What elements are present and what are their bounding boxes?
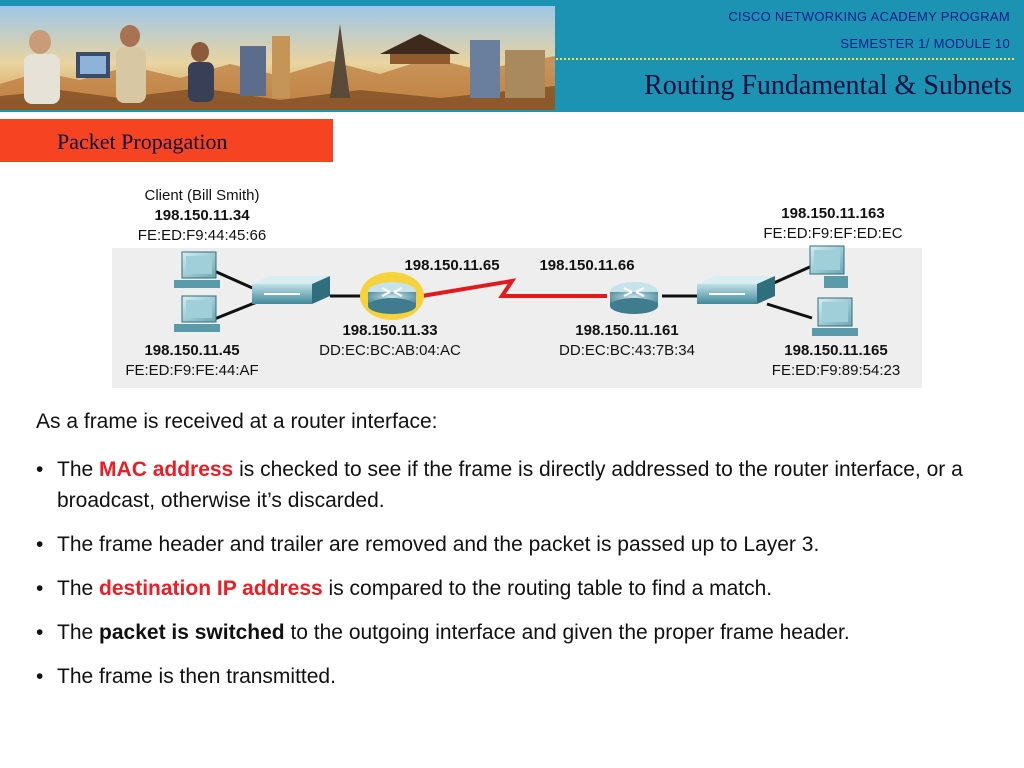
diagram-background xyxy=(112,248,922,388)
client-pc-bottom-icon xyxy=(174,295,220,332)
section-title: Packet Propagation xyxy=(57,129,228,154)
bullet-header-removed: The frame header and trailer are removed… xyxy=(36,529,1011,560)
router-1-lan-ip: 198.150.11.33 xyxy=(342,322,437,339)
keyword-destination-ip: destination IP address xyxy=(99,577,323,600)
banner-illustration xyxy=(0,6,555,110)
client-top-mac: FE:ED:F9:44:45:66 xyxy=(138,227,266,244)
server-bottom-ip: 198.150.11.165 xyxy=(784,342,887,359)
bullet-list: The MAC address is checked to see if the… xyxy=(36,454,1011,705)
server-top-ip: 198.150.11.163 xyxy=(781,205,884,222)
network-diagram: Client (Bill Smith) 198.150.11.34 FE:ED:… xyxy=(112,187,922,388)
keyword-mac-address: MAC address xyxy=(99,458,234,481)
router-2-wan-ip: 198.150.11.66 xyxy=(539,257,634,274)
router-1-icon xyxy=(360,272,424,320)
slide-title: Routing Fundamental & Subnets xyxy=(644,70,1012,101)
router-2-mac: DD:EC:BC:43:7B:34 xyxy=(559,342,695,359)
switch-left-icon xyxy=(252,276,330,304)
module-label: SEMESTER 1/ MODULE 10 xyxy=(840,36,1010,51)
switch-right-icon xyxy=(697,276,775,304)
bullet-packet-switched: The packet is switched to the outgoing i… xyxy=(36,617,1011,648)
router-1-mac: DD:EC:BC:AB:04:AC xyxy=(319,342,461,359)
dotted-divider xyxy=(556,58,1014,60)
bullet-transmitted: The frame is then transmitted. xyxy=(36,661,1011,692)
server-top-mac: FE:ED:F9:EF:ED:EC xyxy=(763,225,902,242)
client-top-ip: 198.150.11.34 xyxy=(154,207,250,224)
header-banner: CISCO NETWORKING ACADEMY PROGRAM SEMESTE… xyxy=(0,0,1024,112)
link-pc-top-switch xyxy=(211,268,258,292)
server-bottom-icon xyxy=(812,297,858,336)
client-pc-top-icon xyxy=(174,251,220,288)
intro-text: As a frame is received at a router inter… xyxy=(36,410,438,433)
client-bottom-mac: FE:ED:F9:FE:44:AF xyxy=(125,362,258,379)
router-2-icon xyxy=(610,282,658,314)
server-top-icon xyxy=(809,245,848,288)
server-bottom-mac: FE:ED:F9:89:54:23 xyxy=(772,362,900,379)
keyword-packet-switched: packet is switched xyxy=(99,621,285,644)
section-title-box: Packet Propagation xyxy=(0,119,333,162)
program-label: CISCO NETWORKING ACADEMY PROGRAM xyxy=(728,9,1010,24)
bullet-route-lookup: The destination IP address is compared t… xyxy=(36,573,1011,604)
link-switch-server-bottom xyxy=(766,302,813,320)
client-bottom-ip: 198.150.11.45 xyxy=(144,342,239,359)
bullet-mac-check: The MAC address is checked to see if the… xyxy=(36,454,1011,516)
router-2-lan-ip: 198.150.11.161 xyxy=(575,322,678,339)
router-1-wan-ip: 198.150.11.65 xyxy=(404,257,499,274)
serial-link xyxy=(421,278,607,298)
client-name-label: Client (Bill Smith) xyxy=(144,187,259,204)
link-pc-bottom-switch xyxy=(211,300,258,322)
